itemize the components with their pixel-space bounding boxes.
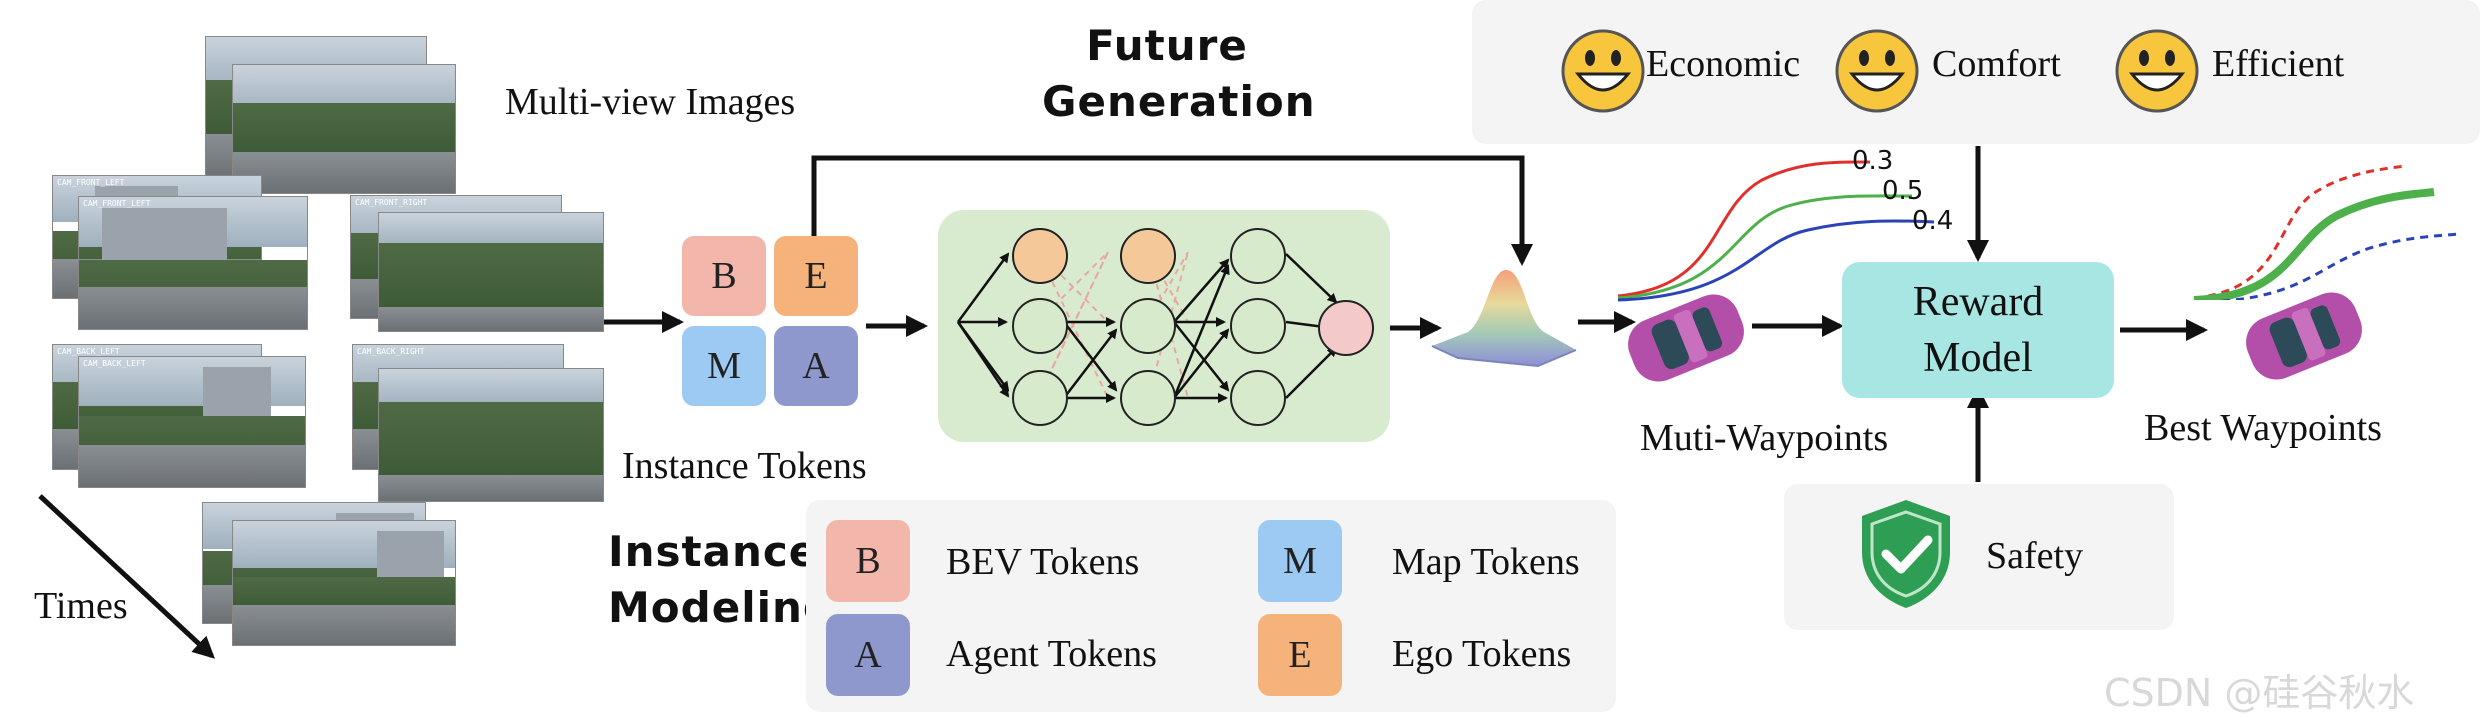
token-agent: A <box>774 326 858 406</box>
future-generation-title: Future Generation <box>1042 18 1316 130</box>
smiley-icon <box>1561 29 1645 113</box>
token-bev: B <box>682 236 766 316</box>
reward-model-box: Reward Model <box>1842 262 2114 398</box>
legend-panel <box>806 500 1616 712</box>
muti-waypoints-label: Muti-Waypoints <box>1640 417 1889 459</box>
token-ego: E <box>774 236 858 316</box>
criterion-economic: Economic <box>1646 43 1801 85</box>
instance-modeling-title: Instance Modeling <box>608 524 834 636</box>
times-arrow <box>38 494 215 659</box>
network-node-mid-1 <box>1012 298 1068 354</box>
network-node-top-1 <box>1012 228 1068 284</box>
best-trajectory-blue <box>2214 232 2459 300</box>
network-node-bot-2 <box>1120 370 1176 426</box>
car-icon <box>2246 292 2362 380</box>
watermark-text: CSDN @硅谷秋水 <box>2104 671 2415 715</box>
token-map: M <box>682 326 766 406</box>
instance-title-line1: Instance <box>608 527 819 576</box>
shield-check-icon <box>1862 500 1950 608</box>
best-trajectory-green <box>2193 188 2435 300</box>
network-node-mid-2 <box>1120 298 1176 354</box>
network-node-top-2 <box>1120 228 1176 284</box>
network-node-bot-3 <box>1230 370 1286 426</box>
future-title-line1: Future <box>1086 21 1248 70</box>
smiley-icon <box>1835 29 1919 113</box>
instance-tokens-label: Instance Tokens <box>622 445 867 487</box>
legend-swatch-agent: A <box>826 614 910 696</box>
trajectory-blue <box>1617 219 1935 302</box>
network-node-top-3 <box>1230 228 1286 284</box>
distribution-plot <box>1431 270 1577 368</box>
score-red: 0.3 <box>1852 146 1894 176</box>
legend-text-bev: BEV Tokens <box>946 541 1140 583</box>
camera-image-back-left: CAM_BACK_LEFT <box>78 356 306 488</box>
legend-text-agent: Agent Tokens <box>946 633 1157 675</box>
criterion-efficient: Efficient <box>2212 43 2345 85</box>
camera-image-front <box>232 64 456 194</box>
reward-model-line2: Model <box>1923 335 2033 381</box>
safety-panel <box>1784 484 2174 630</box>
camera-image-back-right <box>378 368 604 502</box>
trajectory-green <box>1617 194 1913 300</box>
best-waypoints-label: Best Waypoints <box>2144 407 2382 449</box>
legend-swatch-bev: B <box>826 520 910 602</box>
times-label: Times <box>34 585 128 627</box>
network-node-mid-3 <box>1230 298 1286 354</box>
network-node-bot-1 <box>1012 370 1068 426</box>
camera-image-front-right <box>378 212 604 332</box>
trajectory-red <box>1617 160 1871 298</box>
ego-bypass-arrow <box>811 155 1533 266</box>
legend-swatch-map: M <box>1258 520 1342 602</box>
multi-view-images-label: Multi-view Images <box>505 81 796 123</box>
car-icon <box>1628 294 1744 382</box>
camera-image-front-left: CAM_FRONT_LEFT <box>78 196 308 330</box>
best-trajectories <box>2193 164 2459 300</box>
safety-label: Safety <box>1986 535 2084 577</box>
legend-swatch-ego: E <box>1258 614 1342 696</box>
camera-image-back <box>232 520 456 646</box>
instance-title-line2: Modeling <box>608 583 834 632</box>
legend-text-ego: Ego Tokens <box>1392 633 1572 675</box>
score-green: 0.5 <box>1882 176 1924 206</box>
reward-model-line1: Reward <box>1912 279 2044 325</box>
network-node-output <box>1318 300 1374 356</box>
future-title-line2: Generation <box>1042 77 1316 126</box>
criterion-comfort: Comfort <box>1932 43 2061 85</box>
score-blue: 0.4 <box>1912 206 1954 236</box>
legend-text-map: Map Tokens <box>1392 541 1580 583</box>
smiley-icon <box>2115 29 2199 113</box>
candidate-trajectories <box>1617 160 1935 302</box>
